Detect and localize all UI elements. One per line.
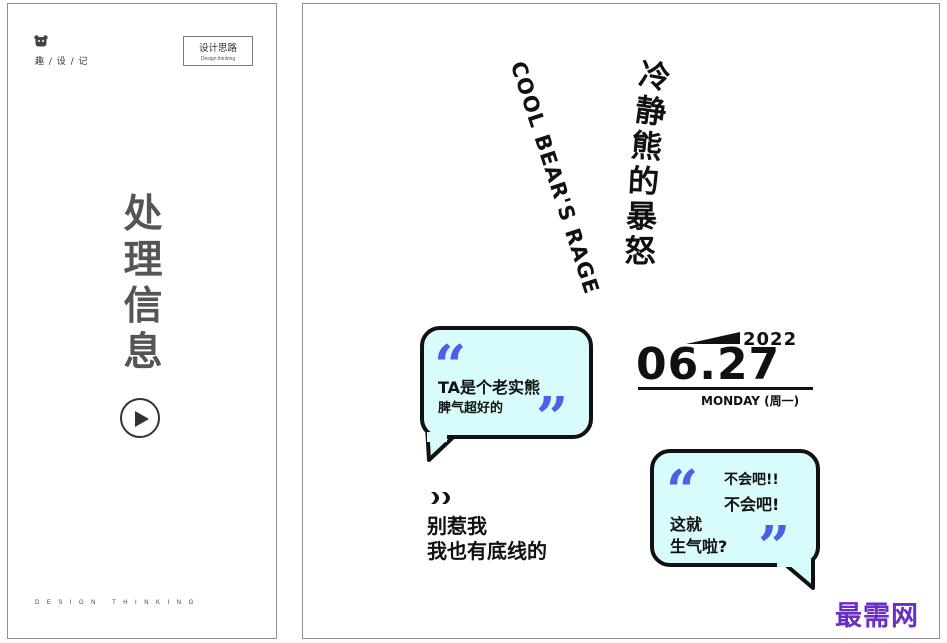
design-thinking-tag: 设计思路 Design thinking	[183, 36, 253, 66]
headline-cn-char: 怒	[624, 234, 656, 270]
date-divider	[638, 387, 813, 390]
brand-name: 趣 / 设 / 记	[35, 57, 89, 67]
title-char: 信	[123, 284, 163, 329]
headline-cn-char: 静	[632, 92, 668, 132]
open-quote-icon: “	[666, 458, 699, 524]
title-char: 息	[123, 330, 163, 375]
bubble-text: 生气啦?	[670, 537, 728, 556]
date-year: 2022	[743, 329, 798, 350]
bubble-text: 不会吧!!	[724, 472, 779, 488]
speech-bubble-tail-cover	[427, 432, 447, 442]
headline-cn-char: 冷	[635, 56, 673, 98]
speech-bubble-angry: “ 不会吧!! 不会吧! 这就 生气啦? ”	[650, 449, 820, 575]
bubble-text: 不会吧!	[724, 495, 780, 514]
title-char: 理	[123, 238, 163, 283]
open-quote-icon: “	[434, 333, 467, 399]
speech-bubble-tail-cover	[777, 559, 811, 567]
play-icon	[135, 411, 149, 427]
cool-bear-card: COOL BEAR'S RAGE 冷 静 熊 的 暴 怒 “ TA是个老实熊 脾…	[302, 3, 940, 639]
bubble-text: 这就	[670, 515, 703, 534]
design-thinking-card: 趣 / 设 / 记 设计思路 Design thinking 处 理 信 息 D…	[7, 3, 277, 639]
headline-cn-char: 的	[626, 163, 660, 201]
page-title: 处 理 信 息	[113, 192, 173, 376]
bubble-text: TA是个老实熊	[438, 378, 541, 397]
headline-cn-char: 暴	[625, 198, 657, 236]
bear-logo-icon	[34, 35, 48, 47]
date-wedge-icon	[686, 332, 740, 344]
date-day: 06.27	[636, 339, 781, 390]
watermark-logo: 最需网	[835, 601, 919, 632]
date-weekday: MONDAY (周一)	[701, 394, 800, 408]
bubble-text: 脾气超好的	[438, 401, 504, 416]
tag-main-text: 设计思路	[198, 43, 237, 54]
warning-note: 别惹我 我也有底线的	[427, 514, 547, 564]
close-quote-icon: ”	[536, 385, 569, 451]
double-chevron-icon	[431, 492, 450, 504]
note-line: 别惹我	[427, 514, 487, 538]
headline-cn: 冷 静 熊 的 暴 怒	[621, 56, 673, 270]
headline-en: COOL BEAR'S RAGE	[505, 58, 604, 298]
play-button[interactable]	[120, 398, 160, 438]
headline-cn-char: 熊	[629, 127, 664, 167]
tag-sub-text: Design thinking	[200, 56, 236, 62]
note-line: 我也有底线的	[427, 539, 547, 563]
title-char: 处	[123, 192, 163, 237]
bottom-caption: DESIGN THINKING	[35, 600, 201, 606]
speech-bubble-honest: “ TA是个老实熊 脾气超好的 ”	[420, 326, 593, 446]
